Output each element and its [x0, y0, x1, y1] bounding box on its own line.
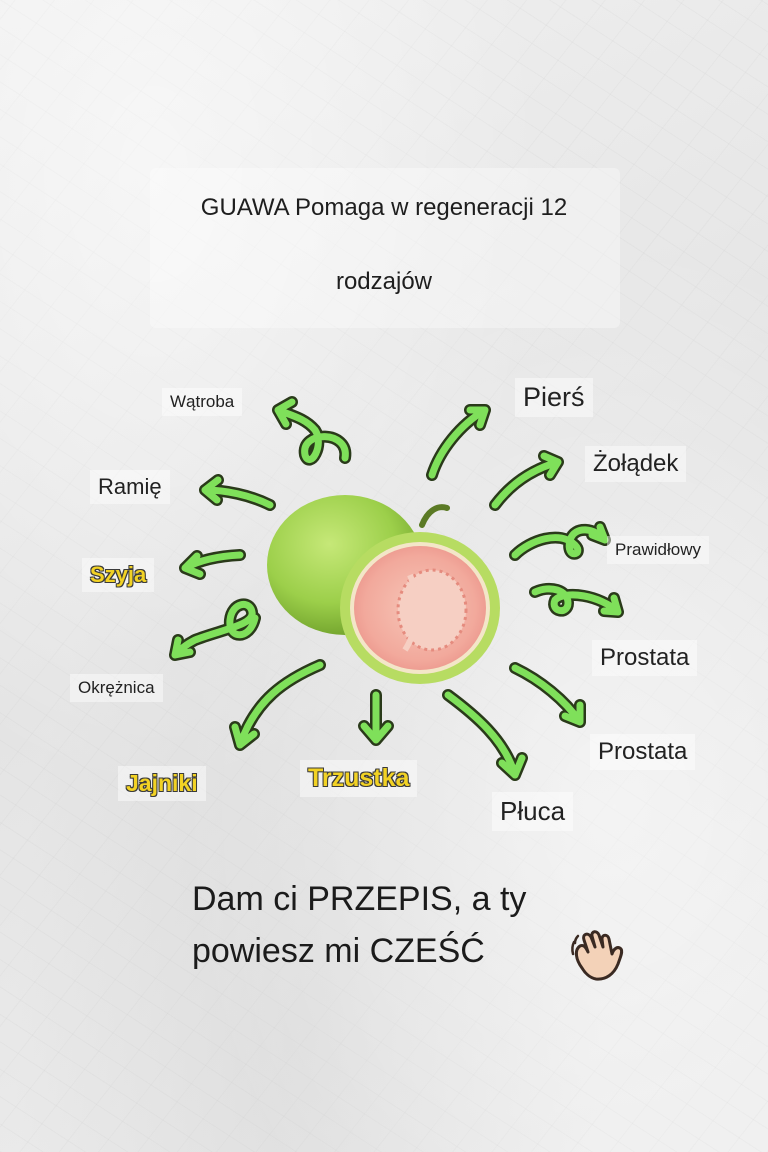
arrow-piers	[426, 404, 491, 481]
arrow-trzustka	[358, 689, 394, 746]
title-background	[150, 168, 620, 328]
label-prostata-1: Prostata	[592, 640, 698, 676]
label-jajniki: Jajniki	[118, 766, 206, 801]
label-piers: Pierś	[515, 378, 593, 417]
arrow-okreznica	[169, 598, 261, 661]
arrow-jajniki	[229, 659, 326, 751]
waving-hand-icon	[571, 930, 624, 981]
label-ramie: Ramię	[90, 470, 170, 504]
label-watroba: Wątroba	[162, 388, 243, 416]
label-pluca: Płuca	[492, 792, 574, 831]
arrow-prawidlowy	[509, 521, 611, 561]
arrow-watroba	[272, 396, 352, 466]
guava-fruit-image	[267, 495, 500, 684]
arrow-pluca	[442, 689, 528, 781]
footer-line-2: powiesz mi CZEŚĆ	[192, 932, 485, 970]
arrow-ramie	[199, 474, 276, 511]
label-zoladek: Żołądek	[585, 446, 687, 482]
label-okreznica: Okrężnica	[70, 674, 163, 702]
label-trzustka: Trzustka	[300, 760, 418, 797]
arrow-prostata-1	[529, 582, 624, 618]
arrow-prostata-2	[509, 662, 586, 728]
title-line-2: rodzajów	[335, 268, 433, 295]
label-szyja: Szyja	[82, 558, 155, 592]
arrow-szyja	[179, 549, 246, 580]
arrow-zoladek	[489, 450, 564, 511]
footer-line-1: Dam ci PRZEPIS, a ty	[192, 880, 527, 918]
title-line-1: GUAWA Pomaga w regeneracji 12	[200, 194, 568, 221]
label-prawidlowy: Prawidłowy	[607, 536, 709, 564]
label-prostata-2: Prostata	[590, 734, 696, 770]
arrows	[169, 396, 624, 781]
